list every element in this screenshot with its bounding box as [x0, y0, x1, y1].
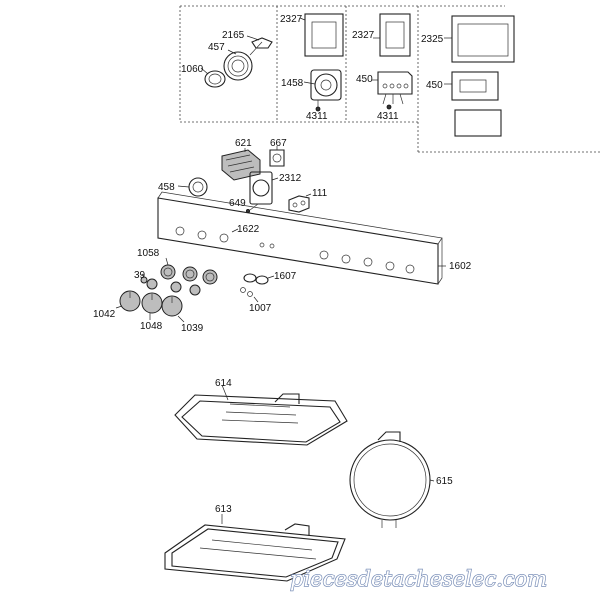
circular-element-615: [349, 431, 435, 528]
label-1622: 1622: [237, 224, 260, 235]
label-614: 614: [215, 378, 232, 389]
label-1060: 1060: [181, 64, 204, 75]
label-39: 39: [134, 270, 146, 281]
label-1042: 1042: [93, 309, 116, 320]
top-option-frames: [179, 5, 600, 153]
label-1607: 1607: [274, 271, 297, 282]
knob-458: [177, 177, 208, 197]
selector-switch-group: [221, 146, 312, 213]
label-1602: 1602: [449, 261, 472, 272]
label-4311-b: 4311: [377, 111, 399, 122]
label-2165: 2165: [222, 30, 245, 41]
watermark-text: piecesdetacheselec.com: [290, 567, 547, 591]
label-649: 649: [229, 198, 246, 209]
lower-element-613: [164, 514, 346, 582]
label-1007: 1007: [249, 303, 272, 314]
analog-timer-group: [299, 13, 344, 112]
label-450-b: 450: [426, 80, 443, 91]
label-667: 667: [270, 138, 287, 149]
label-1058: 1058: [137, 248, 160, 259]
label-2312: 2312: [279, 173, 302, 184]
label-111: 111: [312, 188, 328, 199]
label-450-a: 450: [356, 74, 373, 85]
label-457: 457: [208, 42, 225, 53]
label-2327-a: 2327: [280, 14, 303, 25]
programmer-group: [372, 13, 413, 110]
label-1458: 1458: [281, 78, 304, 89]
label-1048: 1048: [140, 321, 163, 332]
label-613: 613: [215, 504, 232, 515]
label-4311-a: 4311: [306, 111, 328, 122]
label-615: 615: [436, 476, 453, 487]
thermostat-knob-group: [200, 35, 273, 88]
grill-element-614: [174, 384, 348, 446]
control-panel-1602: [157, 191, 446, 285]
display-window-group: [444, 15, 515, 137]
knobs-group: [115, 257, 275, 323]
label-2325: 2325: [421, 34, 444, 45]
label-2327-b: 2327: [352, 30, 375, 41]
label-1039: 1039: [181, 323, 204, 334]
label-458: 458: [158, 182, 175, 193]
label-621: 621: [235, 138, 252, 149]
